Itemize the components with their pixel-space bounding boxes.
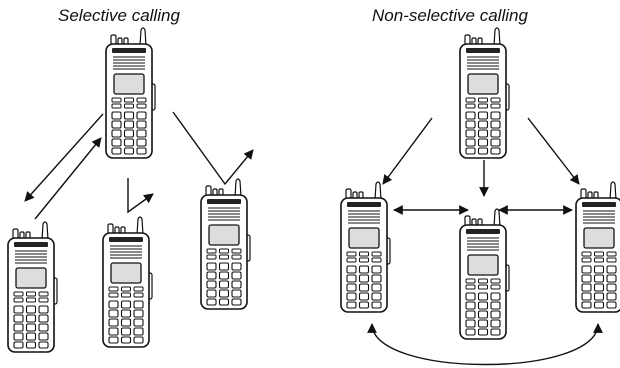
radio-broadcast-center: [459, 208, 510, 340]
arrow-caller-to-target: [24, 113, 104, 202]
arrow-broadcast-left: [382, 117, 433, 185]
non-selective-calling-title: Non-selective calling: [372, 6, 528, 25]
arrow-left-right-link: [367, 323, 603, 366]
arrow-broadcast-right: [527, 117, 580, 185]
radio-selective-idle-2: [200, 178, 251, 310]
arrow-deflected-idle-2: [172, 111, 254, 186]
radio-selective-idle-1: [102, 216, 153, 348]
radio-broadcast-left: [340, 181, 391, 313]
arrow-target-to-caller: [34, 137, 102, 220]
radio-selective-target: [7, 221, 58, 353]
selective-calling-title: Selective calling: [58, 6, 180, 25]
radio-selective-caller: [105, 27, 156, 159]
arrow-deflected-idle-1: [127, 178, 154, 214]
radio-broadcast-caller: [459, 27, 510, 159]
radio-broadcast-right: [575, 181, 620, 313]
